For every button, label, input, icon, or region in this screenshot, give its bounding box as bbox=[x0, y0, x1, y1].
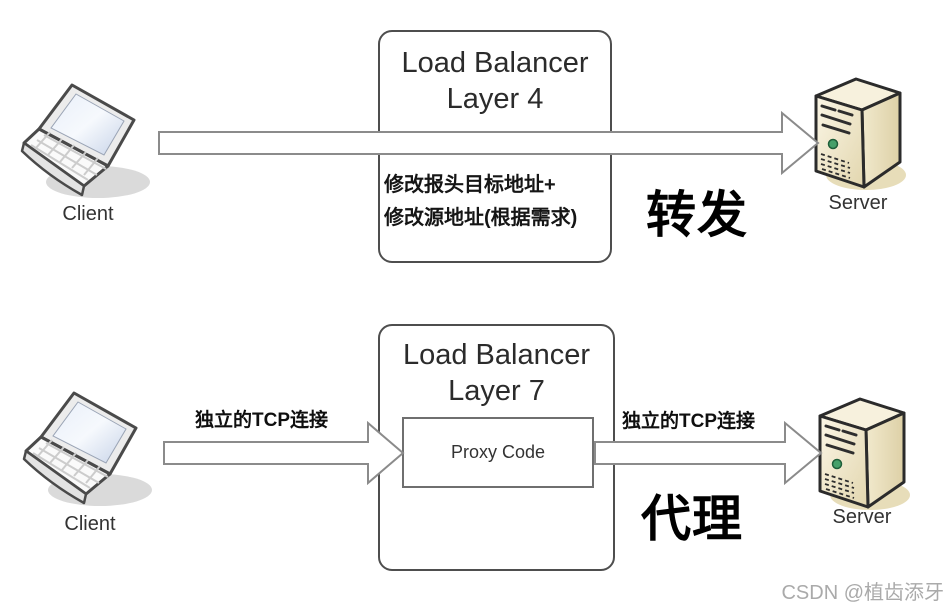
tcp-arrow-right-icon bbox=[594, 421, 823, 485]
server-led bbox=[831, 458, 843, 470]
lb7-title: Load Balancer Layer 7 bbox=[380, 337, 613, 409]
lb4-title: Load Balancer Layer 4 bbox=[380, 45, 610, 117]
server-drive-bays bbox=[824, 424, 858, 455]
lb7-title-line2: Layer 7 bbox=[448, 375, 545, 407]
server-drive-bays bbox=[820, 104, 854, 135]
tcp-label-right: 独立的TCP连接 bbox=[622, 411, 756, 432]
server-icon-top bbox=[814, 77, 906, 190]
server-led bbox=[827, 138, 839, 150]
server-label-top: Server bbox=[828, 192, 888, 214]
mode-label-proxy: 代理 bbox=[641, 491, 743, 547]
laptop-front-edge bbox=[22, 449, 88, 505]
laptop-keys bbox=[32, 439, 109, 489]
server-front-face bbox=[814, 94, 866, 189]
lb4-title-line2: Layer 4 bbox=[446, 83, 544, 115]
client-label-bottom: Client bbox=[64, 513, 116, 535]
client-laptop-icon bbox=[20, 83, 150, 198]
proxy-code-label: Proxy Code bbox=[450, 442, 546, 462]
server-vents bbox=[824, 473, 855, 499]
laptop-screen bbox=[50, 93, 125, 156]
lb4-title-line1: Load Balancer bbox=[401, 47, 589, 79]
tcp-arrow-left-icon bbox=[163, 421, 405, 485]
lb7-title-line1: Load Balancer bbox=[402, 339, 591, 371]
laptop-screen bbox=[52, 401, 127, 464]
lb4-note-line1: 修改报头目标地址+ bbox=[384, 174, 556, 196]
laptop-front-edge bbox=[20, 141, 86, 197]
server-icon-bottom bbox=[818, 397, 910, 510]
server-label-bottom: Server bbox=[832, 506, 892, 528]
proxy-code-box: Proxy Code bbox=[402, 417, 594, 488]
laptop-keys bbox=[30, 131, 107, 181]
tcp-label-left: 独立的TCP连接 bbox=[195, 410, 329, 431]
forward-arrow-icon bbox=[158, 111, 820, 175]
server-vents bbox=[820, 153, 851, 179]
client-label-top: Client bbox=[62, 203, 114, 225]
watermark: CSDN @植齿添牙 bbox=[781, 582, 944, 604]
lb4-note-line2: 修改源地址(根据需求) bbox=[384, 207, 578, 229]
server-front-face bbox=[818, 414, 870, 509]
client-laptop-icon-bottom bbox=[22, 391, 152, 506]
mode-label-forwarding: 转发 bbox=[646, 187, 748, 243]
